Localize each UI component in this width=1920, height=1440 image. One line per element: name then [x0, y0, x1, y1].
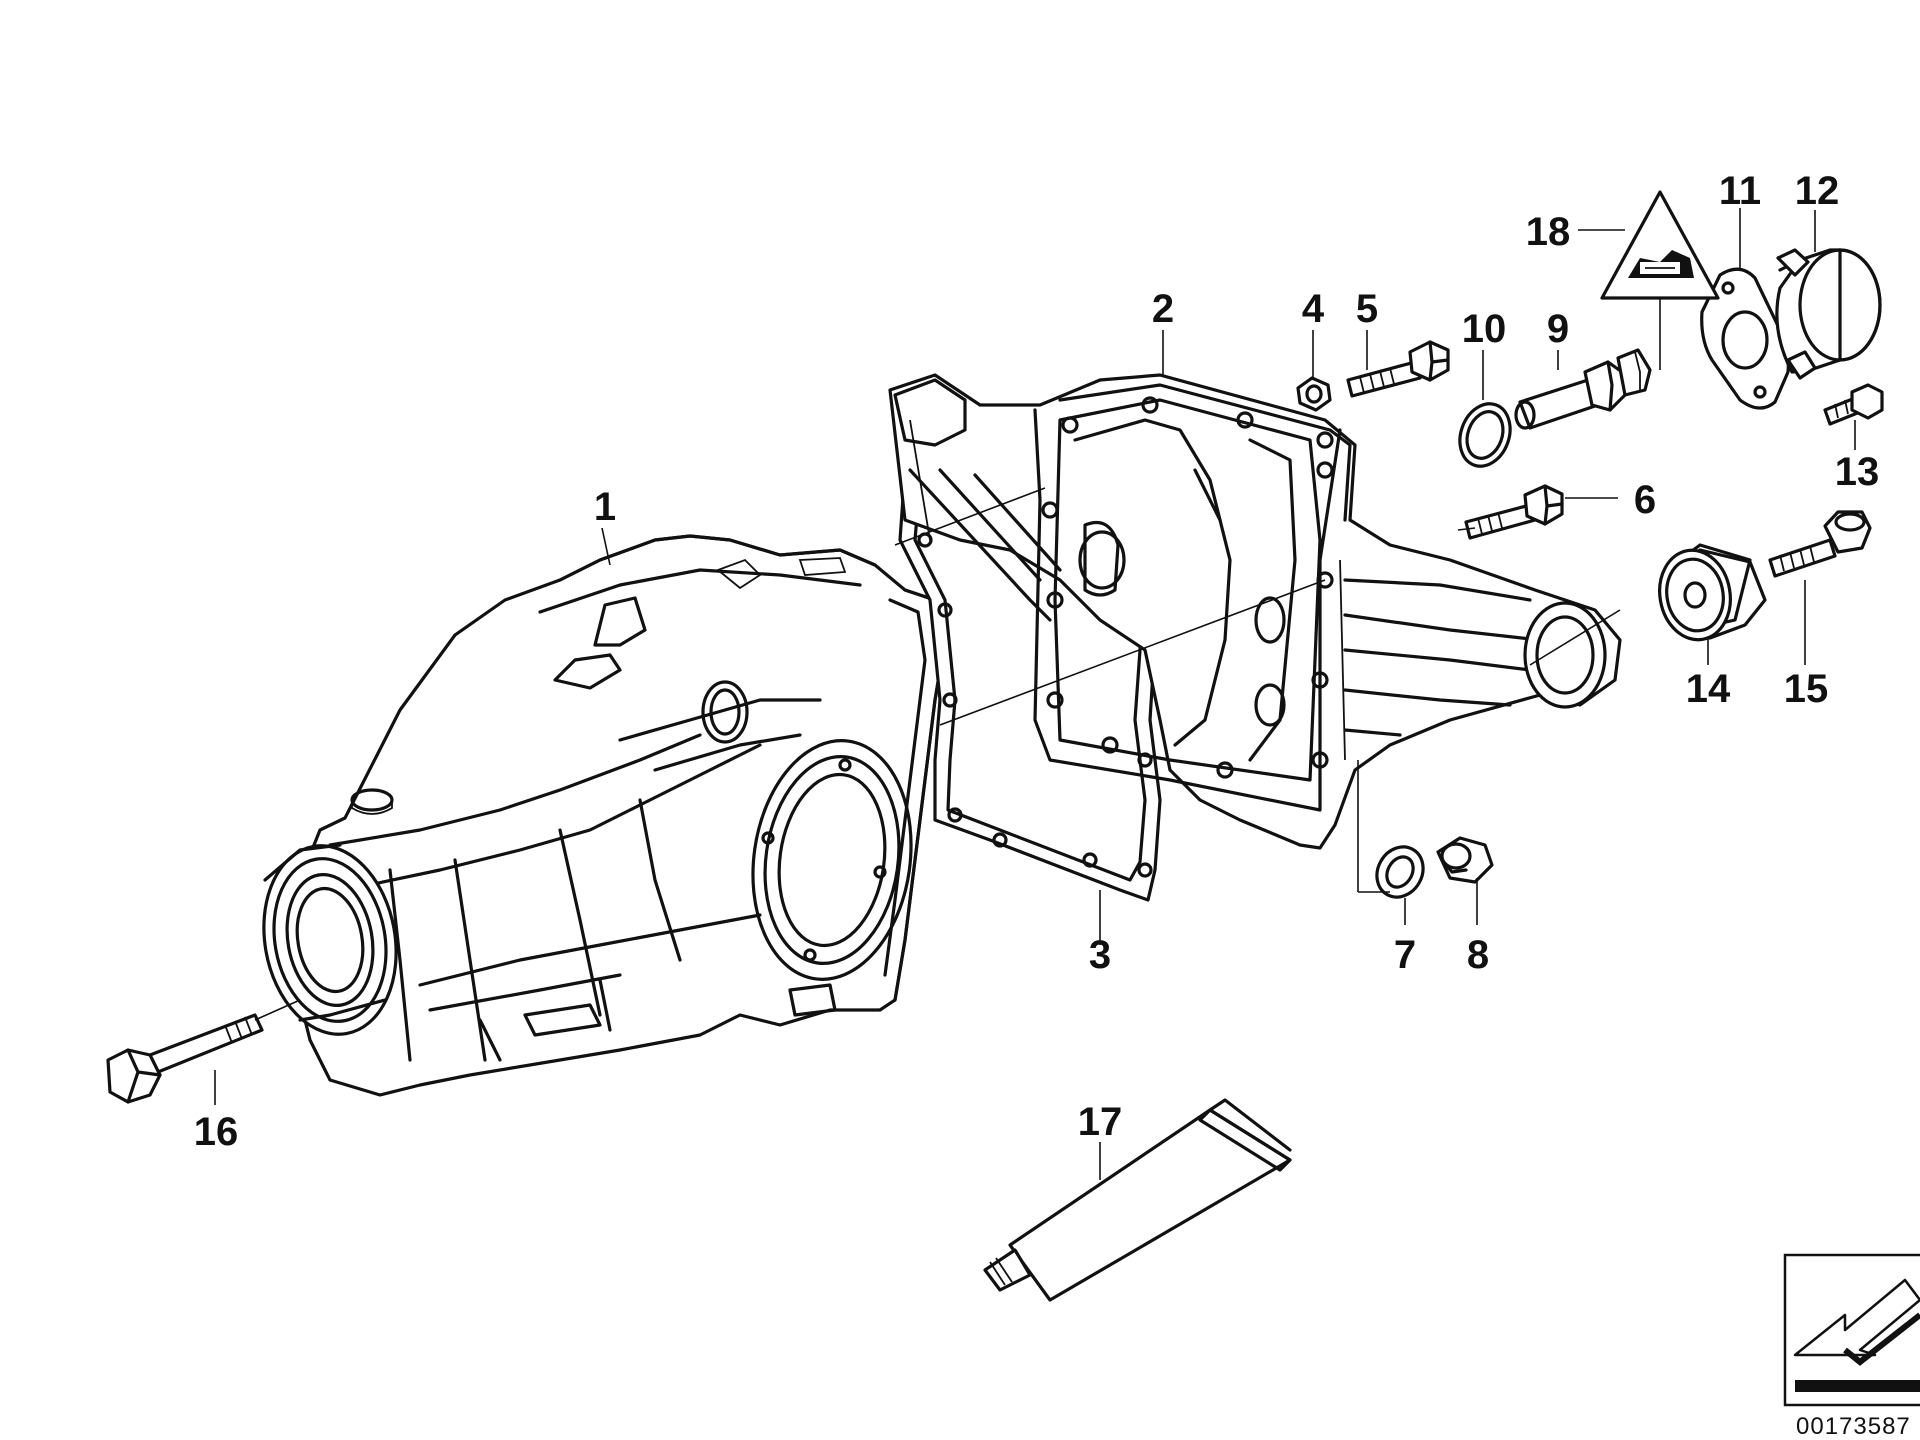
callout-6: 6: [1634, 478, 1656, 522]
diagram-reference-number: 00173587: [1796, 1413, 1911, 1440]
part-15-mount-bolt: [1768, 510, 1872, 578]
callout-16: 16: [194, 1110, 239, 1154]
part-7-seal-ring: [1375, 845, 1425, 899]
callout-4: 4: [1302, 287, 1325, 331]
callout-18: 18: [1526, 210, 1571, 254]
callout-1: 1: [594, 485, 616, 529]
part-11-gasket-plate: [1700, 267, 1790, 410]
part-8-plug: [1436, 836, 1494, 884]
part-1-differential-housing: [262, 534, 947, 1097]
part-12-sensor-cap: [1775, 248, 1882, 380]
callout-3: 3: [1089, 933, 1111, 977]
part-16-housing-bolt: [106, 1013, 264, 1104]
part-5-stud-bolt: [1346, 340, 1450, 398]
part-10-o-ring: [1458, 402, 1512, 468]
callout-7: 7: [1394, 933, 1416, 977]
part-9-speed-sensor: [1514, 348, 1652, 430]
callout-11: 11: [1719, 169, 1761, 213]
part-6-hex-bolt: [1464, 484, 1564, 540]
part-14-rubber-mount: [1658, 543, 1767, 642]
callout-14: 14: [1686, 667, 1731, 711]
part-18-warning-triangle-symbol: [1600, 190, 1720, 300]
callout-9: 9: [1547, 307, 1569, 351]
callout-10: 10: [1462, 307, 1507, 351]
part-13-screw: [1823, 383, 1884, 426]
part-4-nut: [1296, 376, 1332, 412]
callout-8: 8: [1467, 933, 1489, 977]
leader-lines: [214, 208, 1856, 1180]
part-17-sealant-tube: [983, 1098, 1292, 1302]
callout-13: 13: [1835, 450, 1880, 494]
callout-2: 2: [1152, 287, 1174, 331]
callout-5: 5: [1356, 287, 1378, 331]
part-2-differential-cover: [888, 373, 1622, 850]
callout-12: 12: [1795, 169, 1840, 213]
callout-15: 15: [1784, 667, 1829, 711]
reference-box: 00173587: [1783, 1253, 1920, 1440]
callout-17: 17: [1078, 1100, 1123, 1144]
callout-labels: 1 2 3 4 5 6 7 8 9 10 11 12 13 14 15 16 1…: [194, 169, 1880, 1154]
